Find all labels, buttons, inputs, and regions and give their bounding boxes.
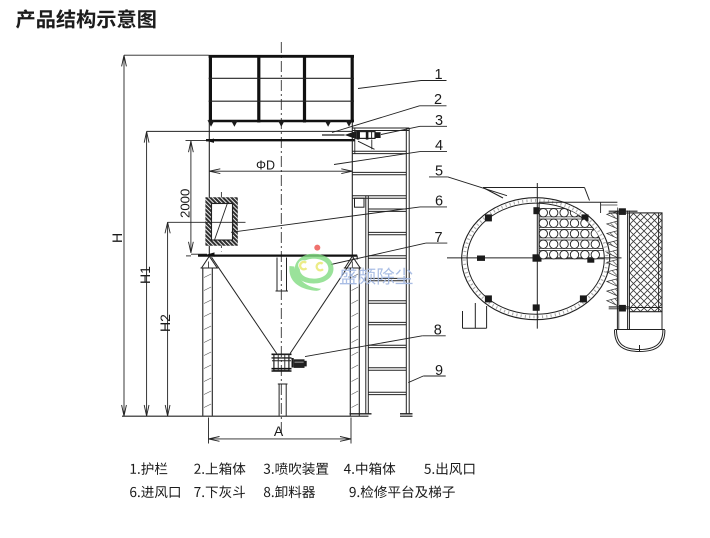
svg-text:A: A	[274, 423, 284, 439]
svg-text:8: 8	[434, 323, 442, 339]
svg-text:6: 6	[435, 193, 443, 209]
svg-text:9: 9	[435, 363, 443, 379]
svg-text:ΦD: ΦD	[256, 158, 275, 172]
svg-text:5: 5	[435, 163, 443, 179]
svg-text:1: 1	[434, 67, 442, 83]
svg-text:3: 3	[435, 113, 443, 129]
svg-text:2000: 2000	[177, 189, 192, 218]
svg-text:H2: H2	[157, 314, 173, 332]
svg-text:H1: H1	[137, 266, 153, 284]
svg-text:H: H	[109, 233, 125, 243]
svg-text:7: 7	[435, 230, 443, 246]
svg-text:4: 4	[435, 138, 443, 154]
svg-text:2: 2	[434, 92, 442, 108]
